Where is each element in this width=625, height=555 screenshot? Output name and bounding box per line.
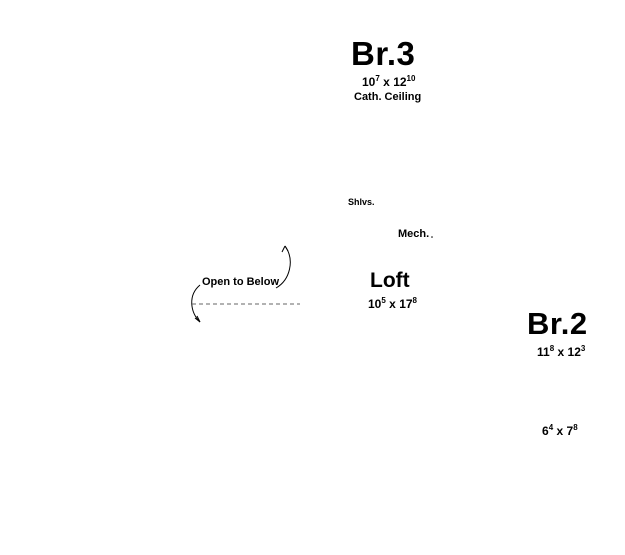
br2-dimensions: 118 x 123 <box>537 344 586 359</box>
loft-room-name: Loft <box>370 269 410 292</box>
closet-length-feet: 7 <box>566 424 574 438</box>
arrowhead-upper-icon <box>281 245 289 253</box>
br2-length-feet: 12 <box>567 345 581 359</box>
mech-label: Mech. <box>398 228 430 240</box>
dim-separator: x <box>556 424 564 438</box>
closet-dimensions: 64 x 78 <box>542 423 578 438</box>
dim-separator: x <box>383 75 390 89</box>
br3-length-feet: 12 <box>393 75 407 89</box>
br3-room-name: Br.3 <box>351 35 416 72</box>
loft-length-feet: 17 <box>399 297 413 311</box>
br2-width-inches: 8 <box>549 344 555 353</box>
br2-room-name: Br.2 <box>527 306 588 341</box>
loft-dimensions: 105 x 178 <box>368 296 417 311</box>
closet-width-feet: 6 <box>542 424 549 438</box>
arrowhead-lower-icon <box>194 315 201 323</box>
br2-width-feet: 11 <box>537 345 550 359</box>
br3-ceiling-note: Cath. Ceiling <box>354 91 422 103</box>
shelves-label: Shlvs. <box>348 197 375 207</box>
br3-width-inches: 7 <box>375 74 380 83</box>
br3-dimensions: 107 x 1210 <box>362 74 416 89</box>
mech-dot <box>431 236 433 238</box>
loft-width-inches: 5 <box>381 296 386 305</box>
br3-length-inches: 10 <box>406 74 416 83</box>
dim-separator: x <box>557 345 565 359</box>
loft-width-feet: 10 <box>368 297 382 311</box>
loft-length-inches: 8 <box>412 296 417 305</box>
closet-length-inches: 8 <box>573 423 578 432</box>
closet-width-inches: 4 <box>548 423 554 432</box>
open-to-below-label: Open to Below <box>202 276 279 288</box>
br3-width-feet: 10 <box>362 75 376 89</box>
dim-separator: x <box>389 297 396 311</box>
br2-length-inches: 3 <box>580 344 586 353</box>
swing-arrow-lower <box>191 284 201 323</box>
